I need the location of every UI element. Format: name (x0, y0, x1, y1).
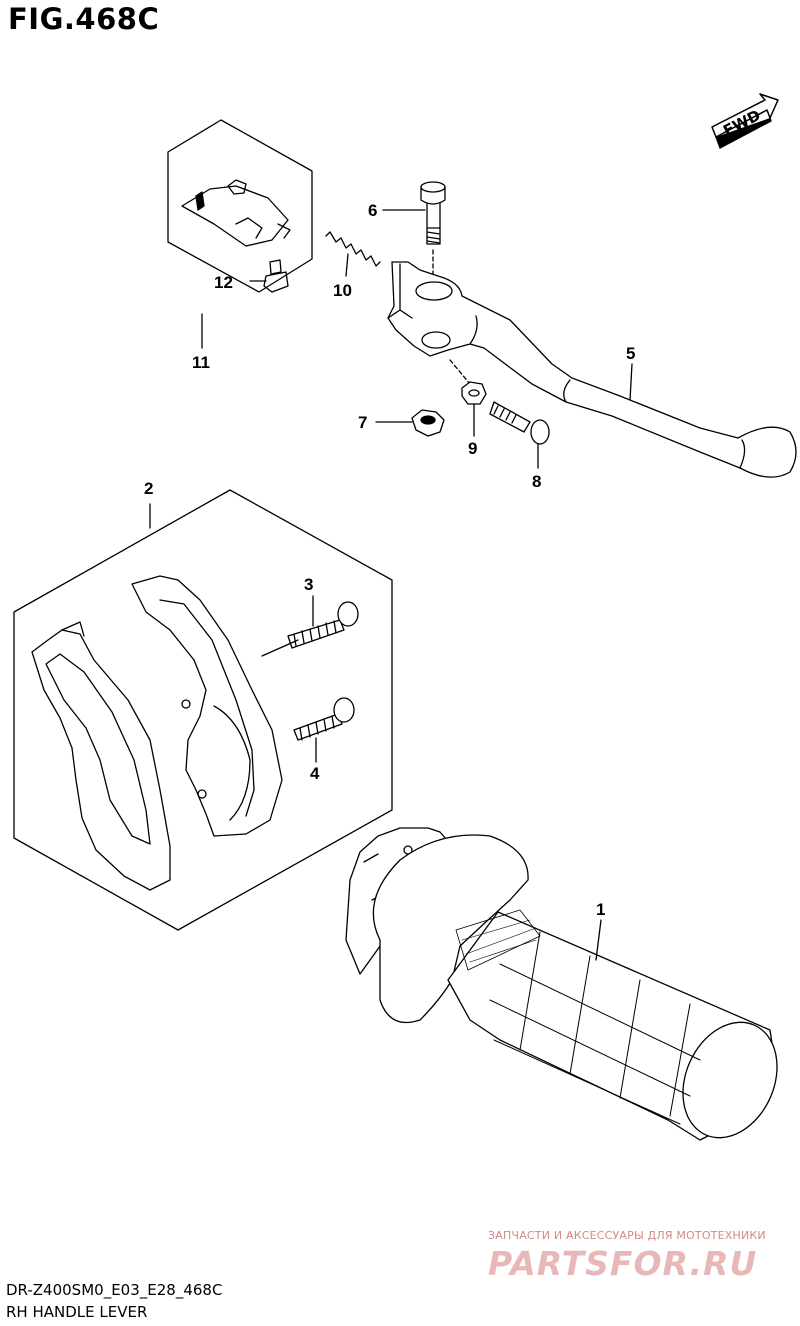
callout-bolt6-label: 6 (368, 201, 377, 220)
screw-12 (249, 259, 289, 293)
callout-switch11-label: 11 (192, 353, 210, 372)
fwd-arrow-badge: FWD (711, 93, 779, 149)
bolt-8 (489, 401, 550, 469)
callout-screw4-label: 4 (310, 764, 320, 783)
figure-name: RH HANDLE LEVER (6, 1303, 148, 1321)
callout-nut7-label: 7 (358, 413, 367, 432)
spring-10 (325, 231, 381, 277)
callout-lever-label: 5 (626, 344, 635, 363)
callout-nut9-label: 9 (468, 439, 477, 458)
watermark-logo: PARTSFOR.RU (488, 1244, 758, 1283)
switch-housing-box (13, 489, 393, 931)
nut-9 (461, 381, 487, 437)
callout-1-label: 3 (304, 575, 313, 594)
screw-3 (287, 595, 359, 649)
brake-lever-5 (387, 261, 797, 478)
callout-spring10-label: 10 (333, 281, 352, 300)
callout-bolt8-label: 8 (532, 472, 541, 491)
grip-1 (345, 827, 778, 1141)
callout-housing-label: 2 (144, 479, 153, 498)
switch-assembly-box (167, 119, 313, 293)
figure-title: FIG.468C (8, 2, 160, 36)
watermark-tagline: ЗАПЧАСТИ И АКСЕССУАРЫ ДЛЯ МОТОТЕХНИКИ (488, 1229, 766, 1242)
figure-code: DR-Z400SM0_E03_E28_468C (6, 1281, 223, 1299)
pivot-bolt-6 (382, 181, 446, 283)
nut-7 (375, 409, 445, 437)
screw-4 (293, 697, 355, 763)
callout-grip-label: 1 (596, 900, 605, 919)
callout-screw12-label: 12 (214, 273, 233, 292)
